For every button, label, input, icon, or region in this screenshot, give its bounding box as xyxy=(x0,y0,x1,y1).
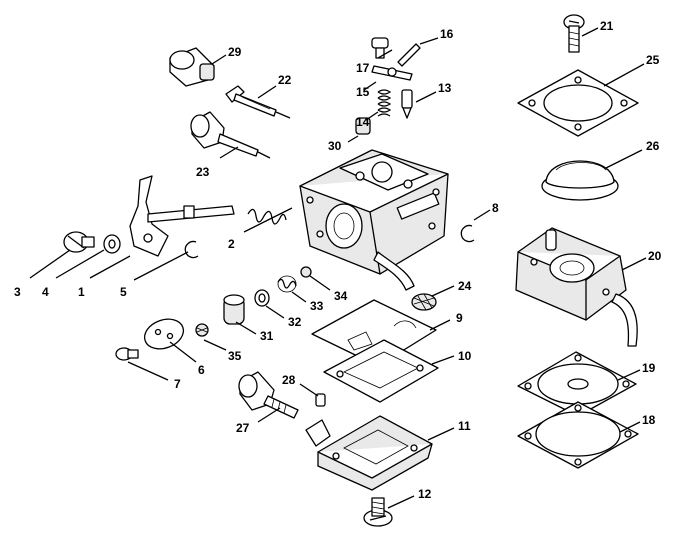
label-29: 29 xyxy=(228,45,242,59)
part-18-gasket xyxy=(517,401,639,469)
part-1-throttle-shaft xyxy=(129,175,235,257)
part-21-screw xyxy=(563,14,585,53)
label-8: 8 xyxy=(492,201,499,215)
label-21: 21 xyxy=(600,19,614,33)
part-26-primer-bulb xyxy=(541,160,619,201)
label-23: 23 xyxy=(196,165,210,179)
part-8-clip xyxy=(460,224,475,243)
label-16: 16 xyxy=(440,27,454,41)
part-32-oring xyxy=(254,289,270,307)
part-7-screw xyxy=(115,347,139,361)
label-12: 12 xyxy=(418,487,432,501)
label-27: 27 xyxy=(236,421,250,435)
label-9: 9 xyxy=(456,311,463,325)
part-34-screen xyxy=(300,266,312,278)
part-14-spring xyxy=(377,89,392,117)
label-2: 2 xyxy=(228,237,235,251)
part-24-filter xyxy=(411,293,437,311)
part-15-lever xyxy=(371,65,413,81)
label-15: 15 xyxy=(356,85,370,99)
part-4-washer xyxy=(103,234,121,254)
part-25-gasket xyxy=(517,69,639,137)
part-12-screw xyxy=(363,497,393,527)
part-19-diaphragm xyxy=(517,351,637,417)
part-10-gasket xyxy=(323,339,439,403)
part-23-screw xyxy=(190,111,271,159)
part-13-inlet-needle xyxy=(401,89,413,119)
part-22-needle xyxy=(225,85,291,119)
label-1: 1 xyxy=(78,285,85,299)
part-33-spring xyxy=(277,275,297,293)
label-5: 5 xyxy=(120,285,127,299)
part-5-clip xyxy=(184,240,199,259)
part-3-screw xyxy=(63,231,95,253)
label-6: 6 xyxy=(198,363,205,377)
part-6-plate xyxy=(143,318,185,350)
label-18: 18 xyxy=(642,413,656,427)
label-22: 22 xyxy=(278,73,292,87)
label-35: 35 xyxy=(228,349,242,363)
label-10: 10 xyxy=(458,349,472,363)
label-31: 31 xyxy=(260,329,274,343)
part-30-fitting xyxy=(355,117,371,135)
label-19: 19 xyxy=(642,361,656,375)
label-26: 26 xyxy=(646,139,660,153)
carburetor-body xyxy=(299,149,449,291)
part-31-bushing xyxy=(223,294,245,325)
label-20: 20 xyxy=(648,249,662,263)
label-33: 33 xyxy=(310,299,324,313)
part-27-screw xyxy=(238,371,299,419)
part-11-cover xyxy=(305,415,433,491)
part-35-screen xyxy=(195,323,209,337)
label-3: 3 xyxy=(14,285,21,299)
part-17-screw xyxy=(371,37,389,59)
callout-labels: 29 22 23 17 15 16 14 13 30 21 25 26 20 1… xyxy=(14,19,662,501)
leader-lines xyxy=(29,27,647,509)
part-28-pin xyxy=(315,393,326,407)
label-7: 7 xyxy=(174,377,181,391)
part-2-spring xyxy=(247,208,287,225)
label-30: 30 xyxy=(328,139,342,153)
part-16-pin xyxy=(397,43,421,67)
label-4: 4 xyxy=(42,285,49,299)
label-32: 32 xyxy=(288,315,302,329)
label-34: 34 xyxy=(334,289,348,303)
label-14: 14 xyxy=(356,115,370,129)
part-29-knob xyxy=(169,47,215,87)
label-11: 11 xyxy=(458,419,471,433)
label-13: 13 xyxy=(438,81,452,95)
label-17: 17 xyxy=(356,61,370,75)
part-20-pump-housing xyxy=(515,227,638,347)
label-24: 24 xyxy=(458,279,472,293)
label-28: 28 xyxy=(282,373,296,387)
label-25: 25 xyxy=(646,53,660,67)
